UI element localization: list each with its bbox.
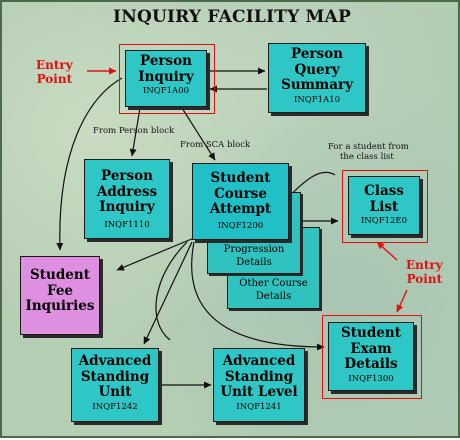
entry-label-word-2: Point: [36, 72, 73, 86]
node-title-line: Exam: [350, 340, 392, 357]
edge-label-for-student-class-list: For a student from the class list: [328, 142, 409, 162]
node-student-exam-details[interactable]: Student Exam Details INQF1300: [328, 322, 414, 391]
node-code: INQF1300: [348, 373, 394, 384]
entry-label-word-1: Entry: [406, 258, 443, 272]
node-title-line: Details: [236, 257, 272, 268]
page-title: INQUIRY FACILITY MAP: [113, 7, 351, 27]
node-title-line: Unit: [98, 384, 132, 400]
entry-label-word-2: Point: [406, 272, 443, 286]
node-title-line: Inquiry: [138, 68, 194, 85]
node-title-line: Person: [101, 168, 153, 184]
node-code: INQF1242: [92, 401, 138, 412]
edge-sca-to-asu: [143, 241, 193, 345]
node-title-line: Standing: [224, 368, 294, 385]
node-title-line: Course: [214, 185, 267, 202]
node-person-query-summary[interactable]: Person Query Summary INQF1A10: [268, 43, 366, 113]
node-student-course-attempt[interactable]: Student Course Attempt INQF1200: [192, 163, 289, 240]
node-code: INQF1241: [236, 401, 282, 412]
node-title-line: Details: [344, 356, 398, 372]
node-title-line: Details: [255, 291, 292, 302]
edge-label-line: the class list: [340, 152, 394, 162]
node-title-line: Summary: [281, 77, 353, 93]
edge-inquiry-to-fee: [56, 77, 123, 251]
node-code: INQF1A00: [142, 86, 190, 96]
edge-sca-to-exam: [191, 241, 325, 351]
node-title-line: Other Course: [239, 278, 308, 289]
node-title-line: Progression: [223, 244, 285, 255]
edge-label-from-sca-block: From SCA block: [180, 140, 251, 150]
entry-point-label-top: Entry Point: [36, 58, 73, 86]
edge-inquiry-to-address: [129, 107, 141, 157]
entry-arrow-exam: [396, 289, 408, 313]
entry-label-word-1: Entry: [36, 58, 73, 72]
edge-inquiry-to-sca: [181, 107, 216, 161]
edge-label-line: For a student from: [328, 142, 409, 152]
node-title-line: Student: [210, 170, 271, 186]
node-title-line: Fee: [46, 282, 74, 299]
node-title-line: Standing: [80, 368, 150, 385]
node-person-inquiry[interactable]: Person Inquiry INQF1A00: [125, 50, 207, 107]
entry-arrow-classlist: [376, 241, 398, 261]
node-title-line: Query: [294, 61, 340, 78]
node-title-line: Address: [96, 183, 158, 200]
node-class-list[interactable]: Class List INQF12E0: [348, 176, 420, 235]
node-student-fee-inquiries[interactable]: Student Fee Inquiries: [20, 256, 100, 335]
entry-frame-person-inquiry: [119, 44, 215, 114]
node-title-line: List: [369, 198, 399, 215]
node-code: INQF1200: [217, 220, 264, 231]
node-title-line: Advanced: [222, 353, 296, 369]
node-code: INQF1A10: [293, 94, 341, 105]
node-title-line: Advanced: [78, 353, 152, 369]
node-advanced-standing-unit[interactable]: Advanced Standing Unit INQF1242: [71, 348, 159, 422]
node-code: INQF12E0: [360, 216, 408, 226]
node-title-line: Student: [30, 267, 90, 283]
node-title-line: Inquiry: [99, 199, 155, 215]
entry-frame-class-list: [342, 170, 428, 243]
edge-sca-to-asul: [155, 241, 188, 341]
edge-label-from-person-block: From Person block: [93, 126, 175, 136]
node-title-line: Class: [364, 183, 404, 199]
node-code: INQF1110: [104, 219, 150, 230]
node-title-line: Inquiries: [25, 298, 95, 314]
node-title-line: Person: [291, 46, 343, 62]
entry-frame-student-exam: [322, 315, 422, 399]
node-person-address-inquiry[interactable]: Person Address Inquiry INQF1110: [84, 159, 170, 239]
node-title-line: Person: [140, 53, 192, 69]
edge-sca-to-fee: [116, 237, 195, 271]
entry-point-label-right: Entry Point: [406, 258, 443, 286]
node-title-line: Attempt: [209, 201, 272, 217]
node-title-line: Unit Level: [220, 384, 298, 400]
node-title-line: Student: [341, 325, 401, 341]
node-advanced-standing-unit-level[interactable]: Advanced Standing Unit Level INQF1241: [213, 348, 305, 422]
